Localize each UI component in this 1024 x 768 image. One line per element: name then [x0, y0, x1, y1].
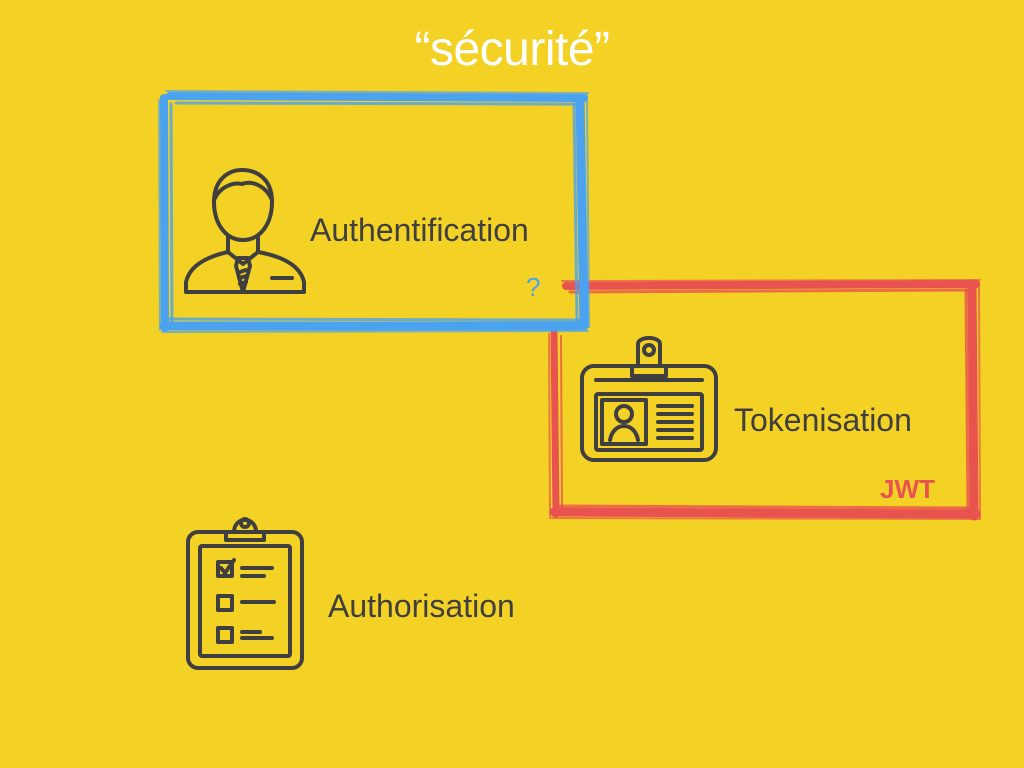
authorisation-label: Authorisation: [328, 588, 515, 624]
question-mark: ?: [526, 272, 541, 302]
user-icon: [184, 168, 306, 294]
slide-title: “sécurité”: [414, 23, 610, 76]
jwt-label: JWT: [880, 474, 935, 504]
authentification-label: Authentification: [310, 212, 529, 248]
clipboard-checklist-icon: [186, 517, 304, 670]
tokenisation-label: Tokenisation: [734, 402, 912, 438]
id-badge-icon: [580, 336, 718, 462]
